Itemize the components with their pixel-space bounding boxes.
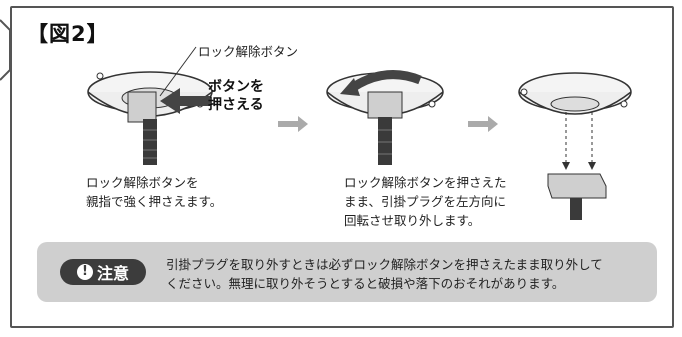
step2-caption-line1: ロック解除ボタンを押さえた bbox=[344, 175, 507, 190]
push-label-line2: 押さえる bbox=[208, 97, 264, 113]
step-arrow-1 bbox=[278, 116, 308, 132]
caution-badge-label: 注意 bbox=[96, 264, 129, 283]
push-button-label: ボタンを 押さえる bbox=[208, 78, 264, 114]
frame-corner-notch bbox=[0, 19, 11, 81]
step2-caption: ロック解除ボタンを押さえた まま、引掛プラグを左方向に 回転させ取り外します。 bbox=[344, 173, 507, 230]
lock-release-button-label: ロック解除ボタン bbox=[198, 44, 299, 59]
step1-caption-line2: 親指で強く押さえます。 bbox=[86, 194, 223, 209]
step1-caption-line1: ロック解除ボタンを bbox=[86, 175, 199, 190]
step2-caption-line2: まま、引掛プラグを左方向に bbox=[344, 194, 507, 209]
step2-illustration bbox=[326, 70, 444, 165]
step1-illustration bbox=[87, 46, 213, 165]
caution-text-line1: 引掛プラグを取り外すときは必ずロック解除ボタンを押さえたまま取り外して bbox=[166, 257, 603, 272]
push-label-line1: ボタンを bbox=[208, 79, 264, 95]
push-arrow bbox=[160, 88, 210, 114]
exclamation-icon: ! bbox=[76, 264, 93, 280]
step1-caption: ロック解除ボタンを 親指で強く押さえます。 bbox=[86, 173, 222, 211]
step3-illustration bbox=[518, 72, 632, 220]
caution-badge: ! 注意 bbox=[60, 259, 146, 285]
caution-text: 引掛プラグを取り外すときは必ずロック解除ボタンを押さえたまま取り外して ください… bbox=[166, 255, 646, 293]
figure-title: 【図2】 bbox=[27, 22, 109, 46]
step2-caption-line3: 回転させ取り外します。 bbox=[344, 213, 481, 228]
step-arrow-2 bbox=[468, 116, 498, 132]
rotate-arrow bbox=[349, 70, 422, 92]
figure-frame bbox=[10, 6, 674, 328]
caution-text-line2: ください。無理に取り外そうとすると破損や落下のおそれがあります。 bbox=[166, 276, 565, 291]
